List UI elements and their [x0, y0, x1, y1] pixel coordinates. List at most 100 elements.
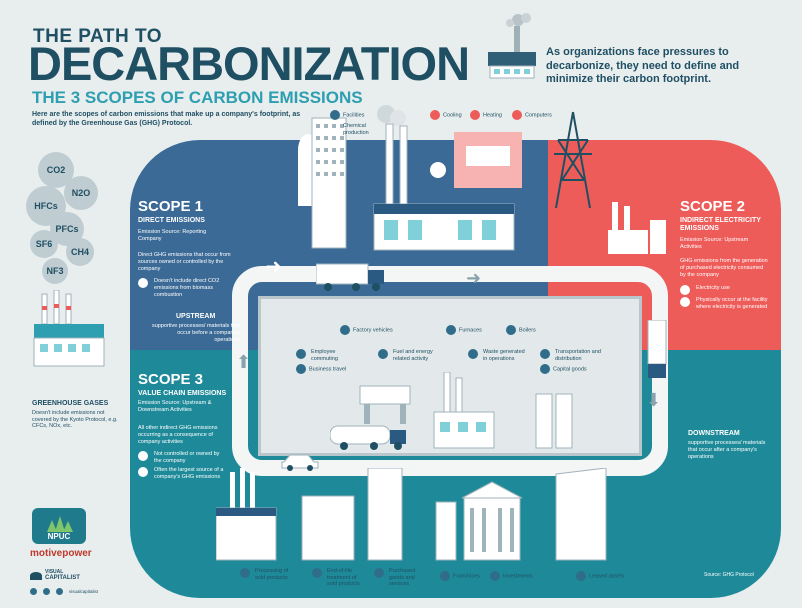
gas-ch4-bubble: CH4: [66, 238, 94, 266]
car-icon: [280, 452, 320, 472]
gas-factory-icon: [30, 289, 110, 370]
gas-nf3-bubble: NF3: [42, 258, 68, 284]
social-links[interactable]: visualcapitalist: [30, 588, 98, 595]
gases-note: Doesn't include emissions not covered by…: [32, 410, 118, 429]
facebook-icon[interactable]: [30, 588, 37, 595]
npuc-text: NPUC: [47, 532, 71, 541]
downstream-desc: supportive processes/ materials that occ…: [688, 440, 766, 460]
pre-title: THE PATH TO: [33, 26, 162, 47]
gases-heading: GREENHOUSE GASES: [32, 400, 109, 407]
downstream-title: DOWNSTREAM: [688, 430, 740, 437]
gas-sf6-bubble: SF6: [30, 230, 58, 258]
waste-label: Waste generated in operations: [468, 349, 530, 362]
purchased-goods-label: Purchased goods and services: [374, 568, 430, 588]
end-of-life-label: End-of-life treatment of sold products: [312, 568, 366, 588]
social-handle[interactable]: visualcapitalist: [69, 589, 99, 594]
plane-icon: [296, 364, 306, 374]
commuting-label: Employee commuting: [296, 349, 346, 362]
upstream-desc: supportive processes/ materials that occ…: [151, 323, 240, 343]
visual-capitalist-logo: VISUAL CAPITALIST: [30, 570, 80, 582]
cooling-label: Cooling: [430, 110, 462, 120]
investments-label: Investments: [490, 571, 533, 581]
truck-right-icon: [646, 319, 668, 380]
fuel-label: Fuel and energy related activity: [378, 349, 438, 362]
no-control-icon: [138, 451, 148, 461]
operations-illustration: [329, 371, 590, 452]
plant-icon: [680, 297, 690, 307]
franchises-label: Franchises: [440, 571, 480, 581]
computers-label: Computers: [512, 110, 552, 120]
cart-icon: [374, 568, 384, 578]
fuel-icon: [378, 349, 388, 359]
motivepower-logo: motivepower: [30, 548, 92, 559]
recycle-icon: [312, 568, 322, 578]
capital-icon: [540, 364, 550, 374]
facilities-label: Facilities: [330, 110, 364, 120]
heating-icon: [470, 110, 480, 120]
capital-goods-label: Capital goods: [540, 364, 587, 374]
twitter-icon[interactable]: [43, 588, 50, 595]
leased-assets-label: Leased assets: [576, 571, 624, 581]
arrow-right-icon-2: ➜: [466, 268, 482, 288]
scope1-source: Emission Source: Reporting Company: [138, 229, 207, 242]
chart-icon: [138, 467, 148, 477]
scope3-bullet1: Not controlled or owned by the company: [138, 451, 226, 465]
scope2-bullet1: Electricity use: [680, 285, 730, 295]
transport-label: Transportation and distribution: [540, 349, 602, 362]
factory-icon: [484, 12, 540, 84]
lightning-icon: [680, 285, 690, 295]
scope2-source: Emission Source: Upstream Activities: [680, 237, 749, 250]
scope2-desc: GHG emissions from the generation of pur…: [680, 258, 768, 278]
scope3-desc: All other indirect GHG emissions occurri…: [138, 425, 218, 445]
bus-icon: [296, 349, 306, 359]
boilers-label: Boilers: [506, 325, 536, 335]
factory-vehicles-label: Factory vehicles: [340, 325, 393, 335]
scope1-bullet: Doesn't include direct CO2 emissions fro…: [138, 278, 238, 299]
arrow-right-icon: ➜: [265, 256, 282, 278]
scope3-title: SCOPE 3: [138, 371, 204, 388]
scope2-subtitle: INDIRECT ELECTRICITY EMISSIONS: [680, 217, 761, 232]
furnace-icon: [446, 325, 456, 335]
instagram-icon[interactable]: [56, 588, 63, 595]
scope2-bullet2: Physically occur at the facility where e…: [680, 297, 772, 311]
heating-label: Heating: [470, 110, 502, 120]
scope1-desc: Direct GHG emissions that occur from sou…: [138, 252, 231, 272]
truck-top-icon: [315, 262, 388, 292]
vc-mark-icon: [30, 572, 42, 580]
transmission-tower-icon: [548, 110, 598, 210]
money-icon: [490, 571, 500, 581]
intro-text: Here are the scopes of carbon emissions …: [32, 111, 301, 127]
scope3-subtitle: VALUE CHAIN EMISSIONS: [138, 390, 227, 397]
scope2-title: SCOPE 2: [680, 198, 746, 215]
processing-label: Processing of sold products: [240, 568, 290, 581]
power-plant-illustration: [278, 104, 548, 264]
gear-icon: [240, 568, 250, 578]
transport-icon: [540, 349, 550, 359]
truck-small-icon: [340, 325, 350, 335]
upstream-title: UPSTREAM: [176, 313, 216, 320]
scope1-title: SCOPE 1: [138, 198, 204, 215]
computer-icon: [512, 110, 522, 120]
tagline: As organizations face pressures to decar…: [546, 46, 740, 85]
bottom-buildings-illustration: [215, 467, 636, 564]
npuc-logo: NPUC: [32, 508, 86, 544]
cooling-icon: [430, 110, 440, 120]
key-icon: [576, 571, 586, 581]
source-note: Source: GHG Protocol: [704, 572, 754, 578]
arrow-up-icon: ⬆: [236, 352, 252, 372]
arrow-down-icon: ⬇: [646, 390, 662, 410]
scope1-subtitle: DIRECT EMISSIONS: [138, 217, 205, 224]
gas-n2o-bubble: N2O: [64, 176, 98, 210]
page-subtitle: THE 3 SCOPES OF CARBON EMISSIONS: [32, 88, 363, 107]
furnaces-label: Furnaces: [446, 325, 482, 335]
boiler-icon: [506, 325, 516, 335]
scope3-source: Emission Source: Upstream & Downstream A…: [138, 400, 212, 413]
check-icon: [138, 278, 148, 288]
store-icon: [440, 571, 450, 581]
scope3-bullet2: Often the largest source of a company's …: [138, 467, 226, 481]
facilities-icon: [330, 110, 340, 120]
business-travel-label: Business travel: [296, 364, 346, 374]
page-title: DECARBONIZATION: [28, 37, 470, 90]
scope2-buildings: [608, 200, 668, 254]
waste-icon: [468, 349, 478, 359]
